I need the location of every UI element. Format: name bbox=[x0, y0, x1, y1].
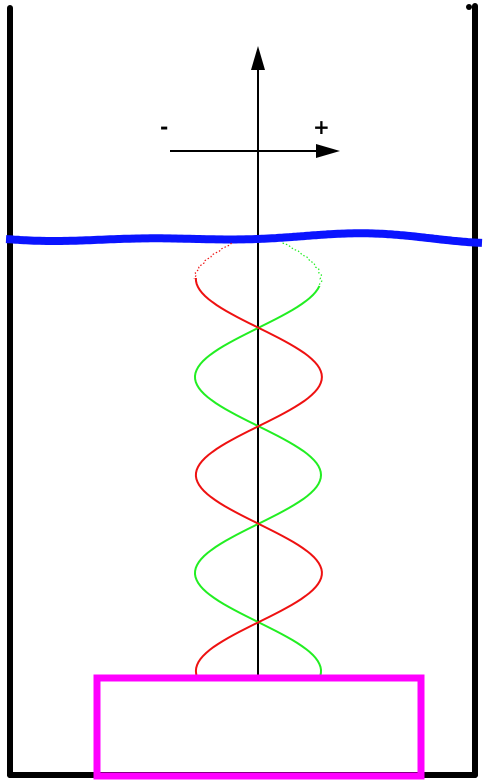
water-surface-wave bbox=[5, 229, 483, 247]
horizontal-axis-arrowhead bbox=[316, 144, 340, 158]
container-corner-mark bbox=[466, 4, 472, 10]
vertical-axis-arrowhead bbox=[251, 46, 265, 70]
double-helix bbox=[193, 242, 323, 681]
helix-strand-green-top-dotted bbox=[282, 242, 323, 288]
helix-strand-green bbox=[193, 285, 323, 680]
helix-strand-red-top-dotted bbox=[193, 242, 233, 280]
plus-sign-label: + bbox=[313, 115, 330, 139]
base-block bbox=[93, 674, 425, 780]
minus-sign-label: - bbox=[160, 115, 168, 139]
helix-strand-red bbox=[194, 277, 323, 681]
axes: - + bbox=[160, 46, 340, 680]
container bbox=[7, 3, 478, 778]
